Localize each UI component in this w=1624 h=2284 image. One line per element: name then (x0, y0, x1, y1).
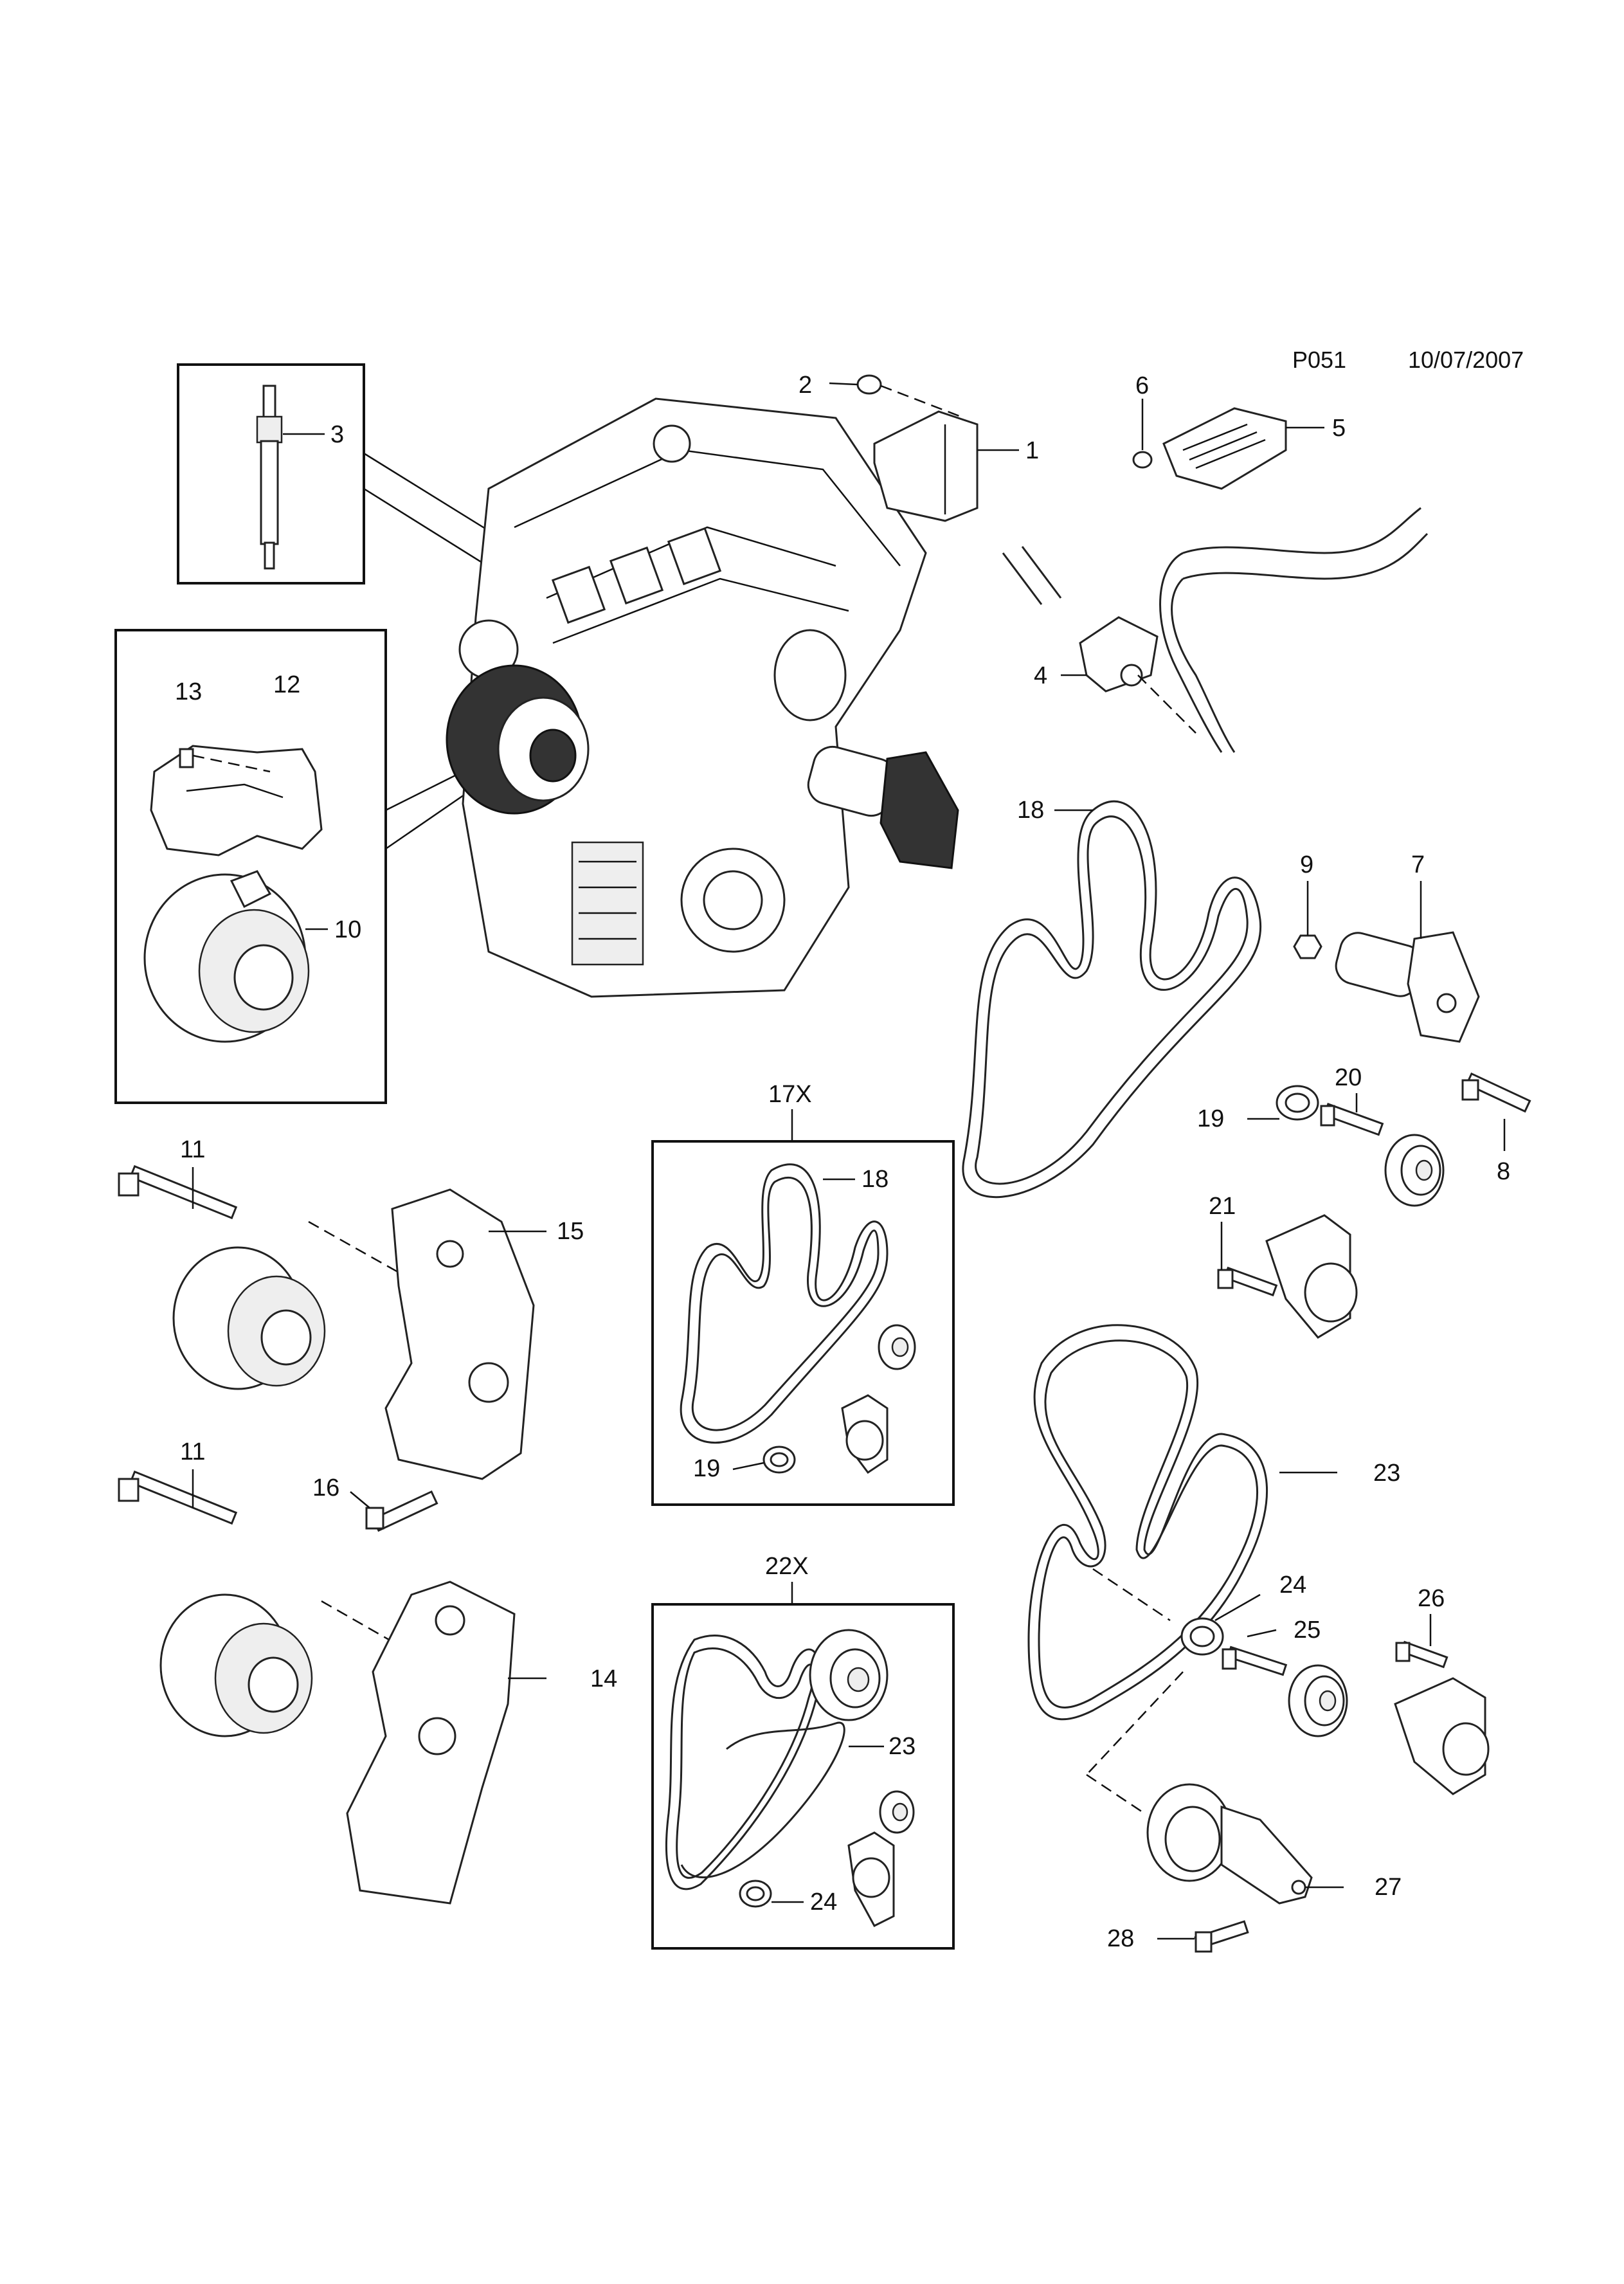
callout-23-belt: 23 (1373, 1460, 1400, 1487)
ring-part-19[interactable] (1276, 1085, 1319, 1121)
kit-17x-label: 17X (768, 1081, 812, 1108)
callout-7: 7 (1411, 851, 1425, 878)
alternator-left-upper (172, 1246, 326, 1390)
relay-bracket-part-1[interactable] (873, 410, 979, 522)
alternator-bracket-part-12[interactable] (150, 745, 323, 856)
kit-22x-ring[interactable] (739, 1880, 772, 1908)
callout-10: 10 (334, 916, 361, 943)
bolt-part-21[interactable] (1217, 1266, 1278, 1297)
callout-23-kit: 23 (889, 1733, 916, 1760)
callout-19-kit: 19 (693, 1455, 720, 1482)
glow-plug-inset-box (177, 363, 365, 585)
callout-18-kit: 18 (862, 1166, 889, 1193)
callout-15: 15 (557, 1218, 584, 1245)
control-unit-part-5[interactable] (1162, 407, 1287, 490)
engine-starter (807, 745, 959, 869)
kit-17x-box (651, 1140, 955, 1506)
kit-22x-large-pulley[interactable] (809, 1629, 889, 1721)
valve-part-4[interactable] (1079, 616, 1159, 693)
callout-13: 13 (175, 678, 202, 705)
callout-28: 28 (1107, 1925, 1134, 1952)
callout-25: 25 (1294, 1617, 1321, 1644)
callout-26: 26 (1418, 1585, 1445, 1612)
engine-alternator (446, 664, 590, 815)
callout-11-lower: 11 (180, 1438, 205, 1465)
callout-9: 9 (1300, 851, 1313, 878)
callout-19-right: 19 (1197, 1105, 1224, 1132)
alternator-left-lower (159, 1593, 313, 1737)
bolt-part-8[interactable] (1461, 1072, 1531, 1113)
diagram-date: 10/07/2007 (1408, 347, 1524, 373)
belt-part-18[interactable] (962, 800, 1262, 1199)
tensioner-part-26[interactable] (1394, 1677, 1490, 1795)
callout-5: 5 (1332, 415, 1346, 442)
callout-18-belt: 18 (1017, 797, 1044, 824)
kit-22x-small-pulley[interactable] (879, 1790, 915, 1834)
callout-24-kit: 24 (810, 1889, 837, 1916)
callout-27: 27 (1375, 1874, 1402, 1901)
callout-11-upper: 11 (180, 1136, 205, 1163)
callout-14: 14 (590, 1665, 617, 1692)
kit-22x-box (651, 1603, 955, 1950)
callout-16: 16 (312, 1474, 339, 1501)
tensioner-part-27[interactable] (1146, 1783, 1313, 1905)
bolt-part-25[interactable] (1222, 1645, 1288, 1676)
kit-17x-tensioner[interactable] (841, 1394, 889, 1474)
callout-12: 12 (273, 671, 300, 698)
engine-block (458, 397, 927, 998)
callout-8: 8 (1497, 1158, 1510, 1185)
callout-24-right: 24 (1279, 1572, 1306, 1599)
bracket-part-15[interactable] (384, 1188, 535, 1480)
callout-6: 6 (1135, 372, 1149, 399)
bolt-part-16[interactable] (365, 1490, 438, 1532)
kit-22x-label: 22X (765, 1553, 809, 1580)
pulley[interactable] (1384, 1134, 1445, 1207)
hose-assembly (1002, 507, 1429, 753)
glow-plug[interactable] (256, 385, 283, 570)
nut-part-9[interactable] (1293, 934, 1322, 959)
bolt-part-13[interactable] (179, 748, 194, 768)
starter-part-7[interactable] (1332, 929, 1480, 1043)
kit-17x-pulley[interactable] (878, 1324, 916, 1370)
callout-1: 1 (1025, 437, 1039, 464)
bolt-part-20[interactable] (1320, 1102, 1384, 1136)
tensioner-part-21[interactable] (1265, 1214, 1358, 1339)
kit-22x-tensioner[interactable] (847, 1831, 895, 1927)
nut-part-2[interactable] (856, 374, 882, 395)
callout-20: 20 (1335, 1064, 1362, 1091)
callout-21: 21 (1209, 1193, 1236, 1220)
ring-part-24[interactable] (1180, 1617, 1224, 1656)
callout-3: 3 (330, 421, 344, 448)
bolt-part-28[interactable] (1194, 1920, 1249, 1953)
bolt-part-11-lower[interactable] (118, 1470, 238, 1525)
kit-17x-belt[interactable] (680, 1163, 889, 1444)
kit-17x-ring[interactable] (762, 1446, 796, 1474)
bracket-part-14[interactable] (346, 1581, 516, 1905)
kit-22x-belt[interactable] (665, 1635, 845, 1890)
bolt-part-26[interactable] (1395, 1640, 1448, 1669)
callout-2: 2 (798, 372, 812, 399)
callout-4: 4 (1034, 662, 1047, 689)
bolt-part-11-upper[interactable] (118, 1165, 238, 1220)
pulley-part-25[interactable] (1288, 1664, 1348, 1737)
alternator-inset-box (114, 629, 387, 1104)
nut-part-6[interactable] (1132, 451, 1153, 469)
alternator-part-10[interactable] (143, 870, 310, 1043)
diagram-code: P051 (1292, 347, 1346, 373)
